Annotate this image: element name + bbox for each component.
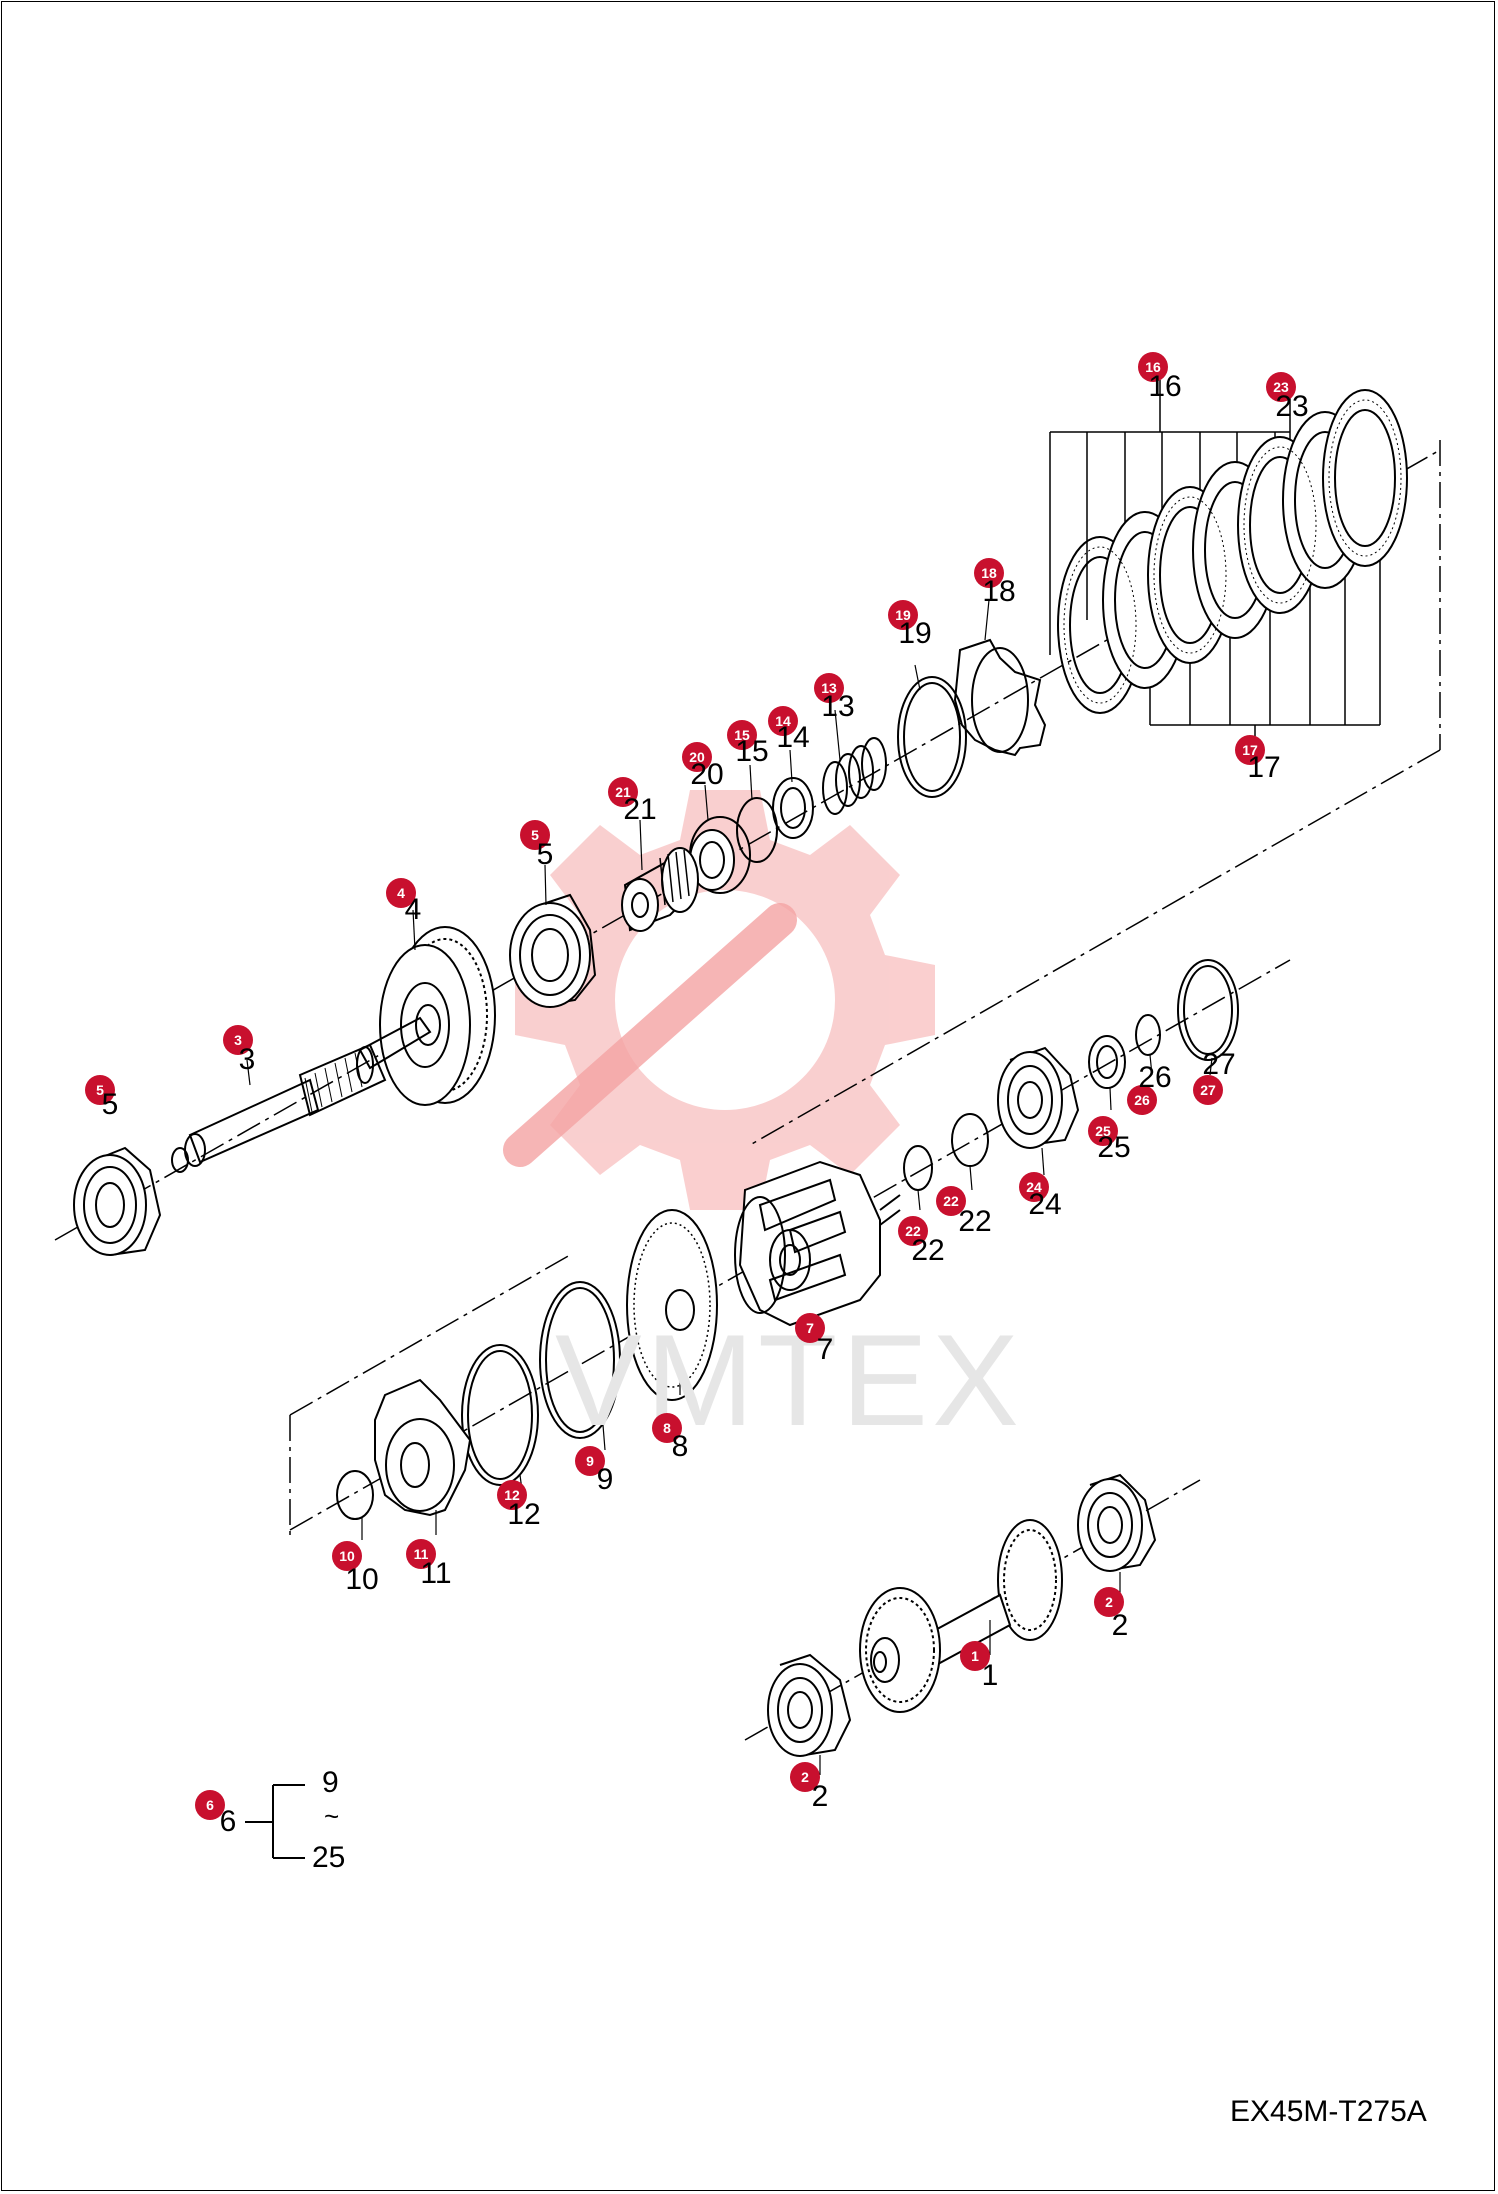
callout-7[interactable]: 7 <box>795 1313 825 1343</box>
label-14: 14 <box>776 721 810 754</box>
watermark-text: VMTEX <box>555 1307 1023 1453</box>
part-25-washer <box>1088 1035 1126 1089</box>
label-1: 1 <box>981 1659 999 1692</box>
callout-14[interactable]: 14 <box>768 706 798 736</box>
callout-5-lower[interactable]: 5 <box>85 1075 115 1105</box>
clutch-plate-teeth <box>1063 399 1402 704</box>
label-4: 4 <box>404 893 422 926</box>
label-12: 12 <box>507 1498 541 1531</box>
part-26-circlip <box>1135 1014 1161 1056</box>
callout-27[interactable]: 27 <box>1193 1075 1223 1105</box>
callout-2-right[interactable]: 2 <box>1094 1587 1124 1617</box>
callout-10[interactable]: 10 <box>332 1541 362 1571</box>
bracket-to: 25 <box>312 1841 346 1874</box>
watermark-gear-logo <box>515 790 935 1210</box>
assembly-bracket-lines <box>245 1784 305 1859</box>
callout-17[interactable]: 17 <box>1235 735 1265 765</box>
callout-8[interactable]: 8 <box>652 1413 682 1443</box>
label-18: 18 <box>982 575 1016 608</box>
callout-20[interactable]: 20 <box>682 742 712 772</box>
part-4-gear <box>379 926 496 1106</box>
callout-26[interactable]: 26 <box>1127 1085 1157 1115</box>
label-16: 16 <box>1148 370 1182 403</box>
callout-1[interactable]: 1 <box>960 1641 990 1671</box>
callout-16[interactable]: 16 <box>1138 352 1168 382</box>
label-13: 13 <box>821 690 855 723</box>
callout-25[interactable]: 25 <box>1088 1116 1118 1146</box>
callout-12[interactable]: 12 <box>497 1480 527 1510</box>
part-15-ring <box>736 797 778 863</box>
label-22-left: 22 <box>911 1234 945 1267</box>
part-3-splines <box>304 1052 363 1113</box>
callout-13[interactable]: 13 <box>814 673 844 703</box>
label-20: 20 <box>690 758 724 791</box>
callout-22-right[interactable]: 22 <box>936 1186 966 1216</box>
label-5-lower: 5 <box>101 1088 119 1121</box>
label-2-left: 2 <box>811 1780 829 1813</box>
drawing-code: EX45M-T275A <box>1230 2095 1427 2128</box>
callout-19[interactable]: 19 <box>888 600 918 630</box>
part-5-lower-bearing <box>73 1146 162 1256</box>
clutch-plates <box>1057 389 1408 714</box>
label-17: 17 <box>1247 751 1281 784</box>
label-24: 24 <box>1028 1188 1062 1221</box>
part-9-ring <box>539 1281 621 1439</box>
part-1-countershaft <box>859 1519 1063 1713</box>
callout-6[interactable]: 6 <box>195 1790 225 1820</box>
label-11: 11 <box>420 1557 452 1590</box>
part-18-end-plate <box>953 638 1047 757</box>
part-24-bearing <box>997 1046 1080 1149</box>
part-10-ring <box>336 1470 374 1520</box>
bracket-from: 9 <box>322 1766 339 1799</box>
callout-15[interactable]: 15 <box>727 720 757 750</box>
label-7: 7 <box>816 1333 834 1366</box>
label-27: 27 <box>1202 1048 1236 1081</box>
label-22-right: 22 <box>958 1205 992 1238</box>
callout-9[interactable]: 9 <box>575 1446 605 1476</box>
label-10: 10 <box>345 1563 379 1596</box>
callout-22-left[interactable]: 22 <box>898 1216 928 1246</box>
callout-18[interactable]: 18 <box>974 558 1004 588</box>
part-7-clutch-drum <box>734 1160 901 1327</box>
callout-5-upper[interactable]: 5 <box>520 820 550 850</box>
callout-21[interactable]: 21 <box>608 777 638 807</box>
label-9: 9 <box>596 1463 614 1496</box>
watermark-wrench <box>503 903 797 1167</box>
part-2-right-bearing <box>1077 1473 1157 1572</box>
label-19: 19 <box>898 617 932 650</box>
label-21: 21 <box>623 793 657 826</box>
part-22-rings <box>903 1113 989 1191</box>
part-13-spring <box>822 737 887 815</box>
callout-24[interactable]: 24 <box>1019 1172 1049 1202</box>
part-12-ring <box>461 1344 539 1486</box>
label-23: 23 <box>1275 390 1309 423</box>
part-5-upper-bearing <box>509 893 597 1008</box>
label-6: 6 <box>219 1805 237 1838</box>
label-3: 3 <box>238 1043 256 1076</box>
callout-23[interactable]: 23 <box>1266 372 1296 402</box>
label-15: 15 <box>735 735 769 768</box>
part-19-snap-ring <box>897 676 967 798</box>
label-5-upper: 5 <box>536 838 554 871</box>
part-8-disc <box>626 1209 718 1401</box>
label-26: 26 <box>1138 1061 1172 1094</box>
callout-2-left[interactable]: 2 <box>790 1762 820 1792</box>
callout-11[interactable]: 11 <box>406 1539 436 1569</box>
callout-3[interactable]: 3 <box>223 1025 253 1055</box>
part-21-gear-teeth <box>659 849 690 906</box>
callout-4[interactable]: 4 <box>386 878 416 908</box>
part-11-plate <box>374 1378 472 1517</box>
label-25: 25 <box>1097 1131 1131 1164</box>
part-2-left-bearing <box>767 1653 852 1757</box>
part-27-snap-ring <box>1177 959 1239 1061</box>
part-14-washer <box>772 777 814 839</box>
label-8: 8 <box>671 1430 689 1463</box>
bracket-range-symbol: ~ <box>324 1801 340 1831</box>
label-2-right: 2 <box>1111 1609 1129 1642</box>
